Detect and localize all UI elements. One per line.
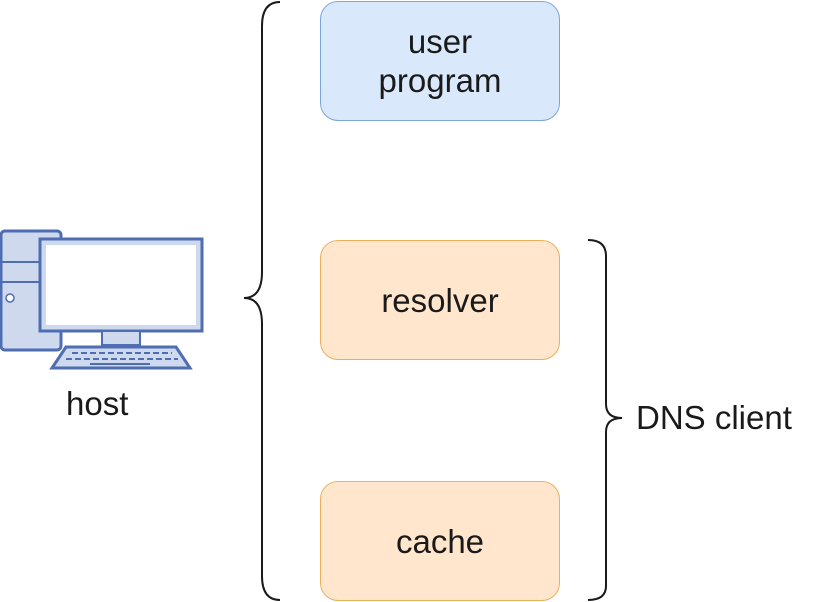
dns-client-label: DNS client: [636, 399, 792, 436]
resolver-box: resolver: [320, 240, 560, 360]
cache-box: cache: [320, 481, 560, 601]
host-label: host: [66, 385, 129, 422]
user-program-box: user program: [320, 1, 560, 121]
